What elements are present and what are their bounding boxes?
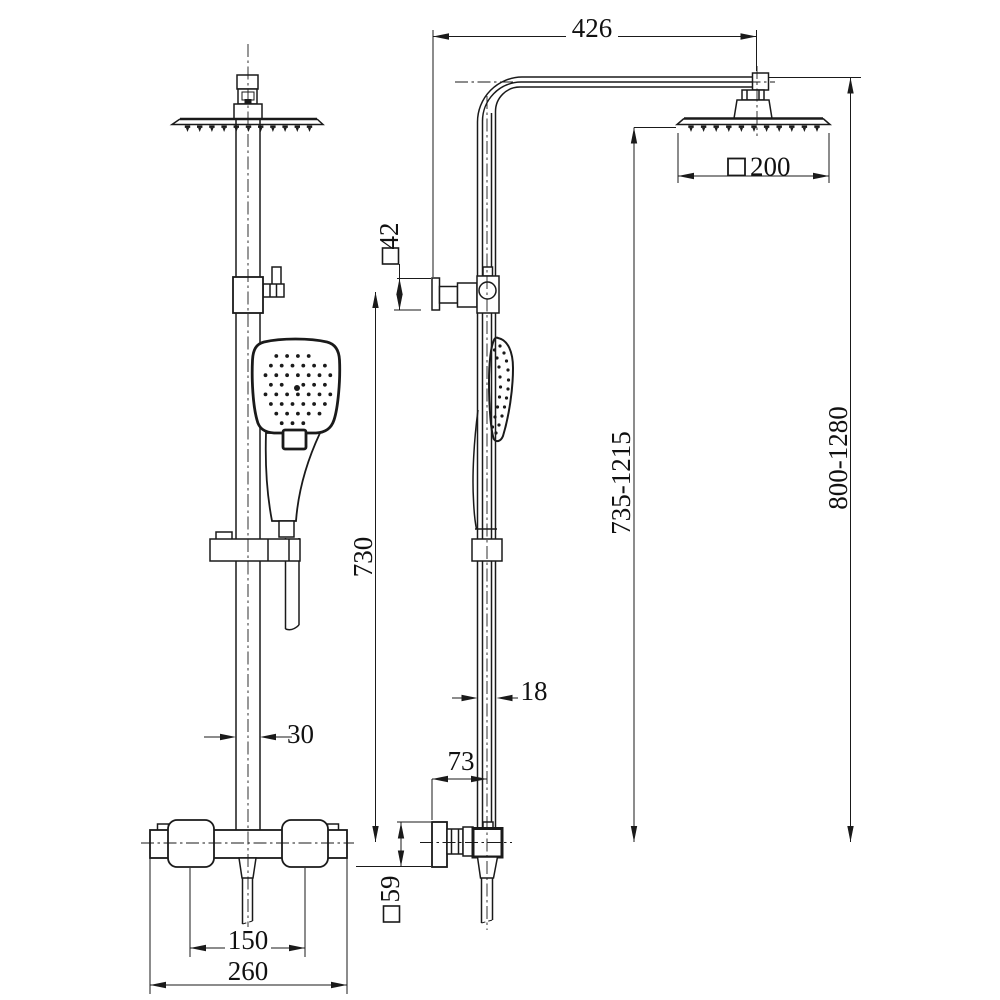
dim-head-size-200: 200	[677, 133, 830, 183]
dim-escutcheon-59: 59	[356, 821, 431, 923]
front-shower-nozzles	[184, 125, 313, 132]
side-view: 426 200 42 735-1215 800-1280	[356, 13, 861, 930]
side-overhead-shower	[674, 89, 833, 132]
front-riser-pipe	[235, 119, 261, 830]
dim-label-735-1215: 735-1215	[606, 431, 636, 535]
front-diverter-valve	[232, 266, 285, 314]
square-symbol-icon	[727, 157, 746, 177]
dim-handle-spacing-150: 150	[189, 868, 306, 957]
dim-bar-length-730: 730	[348, 292, 378, 842]
side-riser-tube	[476, 72, 770, 828]
dim-pipe-width-30: 30	[204, 719, 314, 749]
dim-arm-reach-426: 426	[432, 13, 757, 277]
side-shower-nozzles	[688, 125, 820, 132]
square-symbol-icon	[381, 247, 400, 265]
dim-bracket-42: 42	[374, 223, 431, 311]
front-slider-bracket	[209, 531, 301, 562]
dim-label-42: 42	[374, 223, 404, 250]
dim-label-30: 30	[287, 719, 314, 749]
side-upper-wall-bracket	[431, 266, 500, 314]
dim-label-426: 426	[572, 13, 613, 43]
hand-shower-spray-dots	[263, 354, 333, 426]
front-mixer-valve	[149, 819, 348, 925]
dim-label-260: 260	[228, 956, 269, 986]
side-hand-shower	[472, 336, 515, 530]
front-centerlines	[141, 44, 354, 930]
side-centerlines	[420, 66, 775, 930]
dimension-arrows	[150, 33, 854, 989]
dim-head-height-range: 735-1215	[606, 127, 676, 842]
dim-total-height-range: 800-1280	[769, 77, 861, 842]
dim-pipe-18: 18	[452, 676, 548, 706]
dim-wall-offset-73: 73	[431, 746, 487, 820]
side-mixer-assembly	[431, 821, 504, 924]
dim-label-73: 73	[448, 746, 475, 776]
side-spray-dots	[490, 344, 511, 435]
dim-label-150: 150	[228, 925, 269, 955]
dim-label-800-1280: 800-1280	[823, 406, 853, 510]
front-overhead-shower	[169, 74, 325, 132]
front-hand-shower	[250, 337, 342, 538]
dim-label-18: 18	[521, 676, 548, 706]
dim-label-59: 59	[375, 876, 405, 903]
dim-label-730: 730	[348, 537, 378, 578]
square-symbol-icon	[382, 905, 401, 923]
dim-mixer-width-260: 260	[149, 858, 348, 994]
front-view: 30 150 260 730	[141, 44, 378, 994]
dim-label-200: 200	[750, 152, 791, 182]
